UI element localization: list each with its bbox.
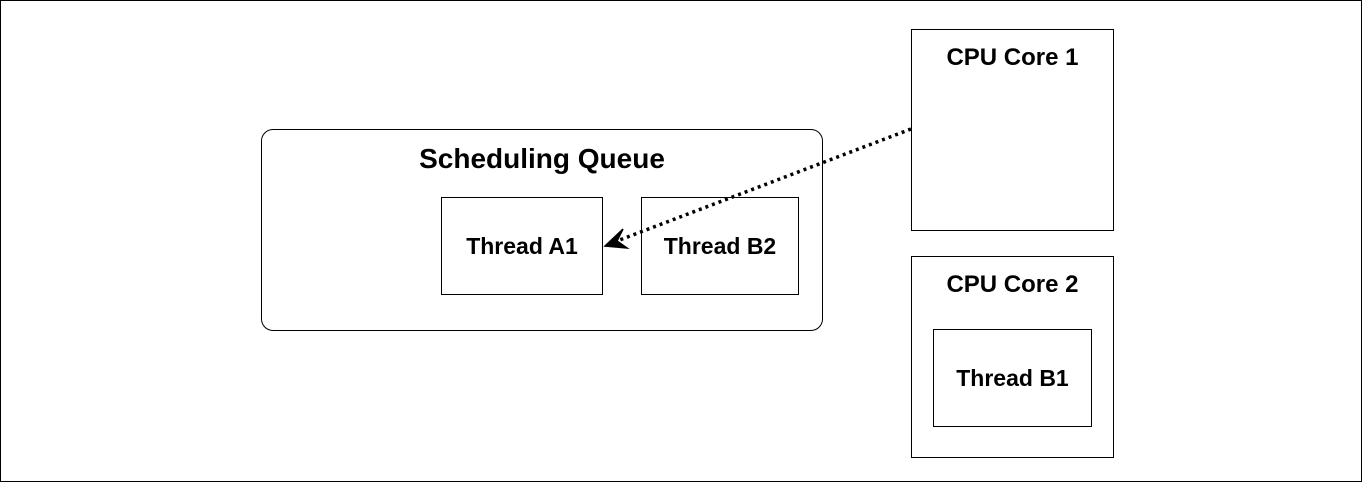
thread-b1-label: Thread B1 [956,364,1069,391]
cpu-core-1-node: CPU Core 1 [911,29,1114,231]
cpu-core-2-label: CPU Core 2 [946,271,1079,298]
thread-b2-node: Thread B2 [641,197,799,295]
thread-b1-node: Thread B1 [933,329,1092,427]
scheduling-queue-title: Scheduling Queue [419,143,665,174]
thread-b2-label: Thread B2 [663,232,777,259]
thread-a1-node: Thread A1 [441,197,603,295]
thread-a1-label: Thread A1 [466,232,578,259]
cpu-core-1-label: CPU Core 1 [946,44,1079,71]
